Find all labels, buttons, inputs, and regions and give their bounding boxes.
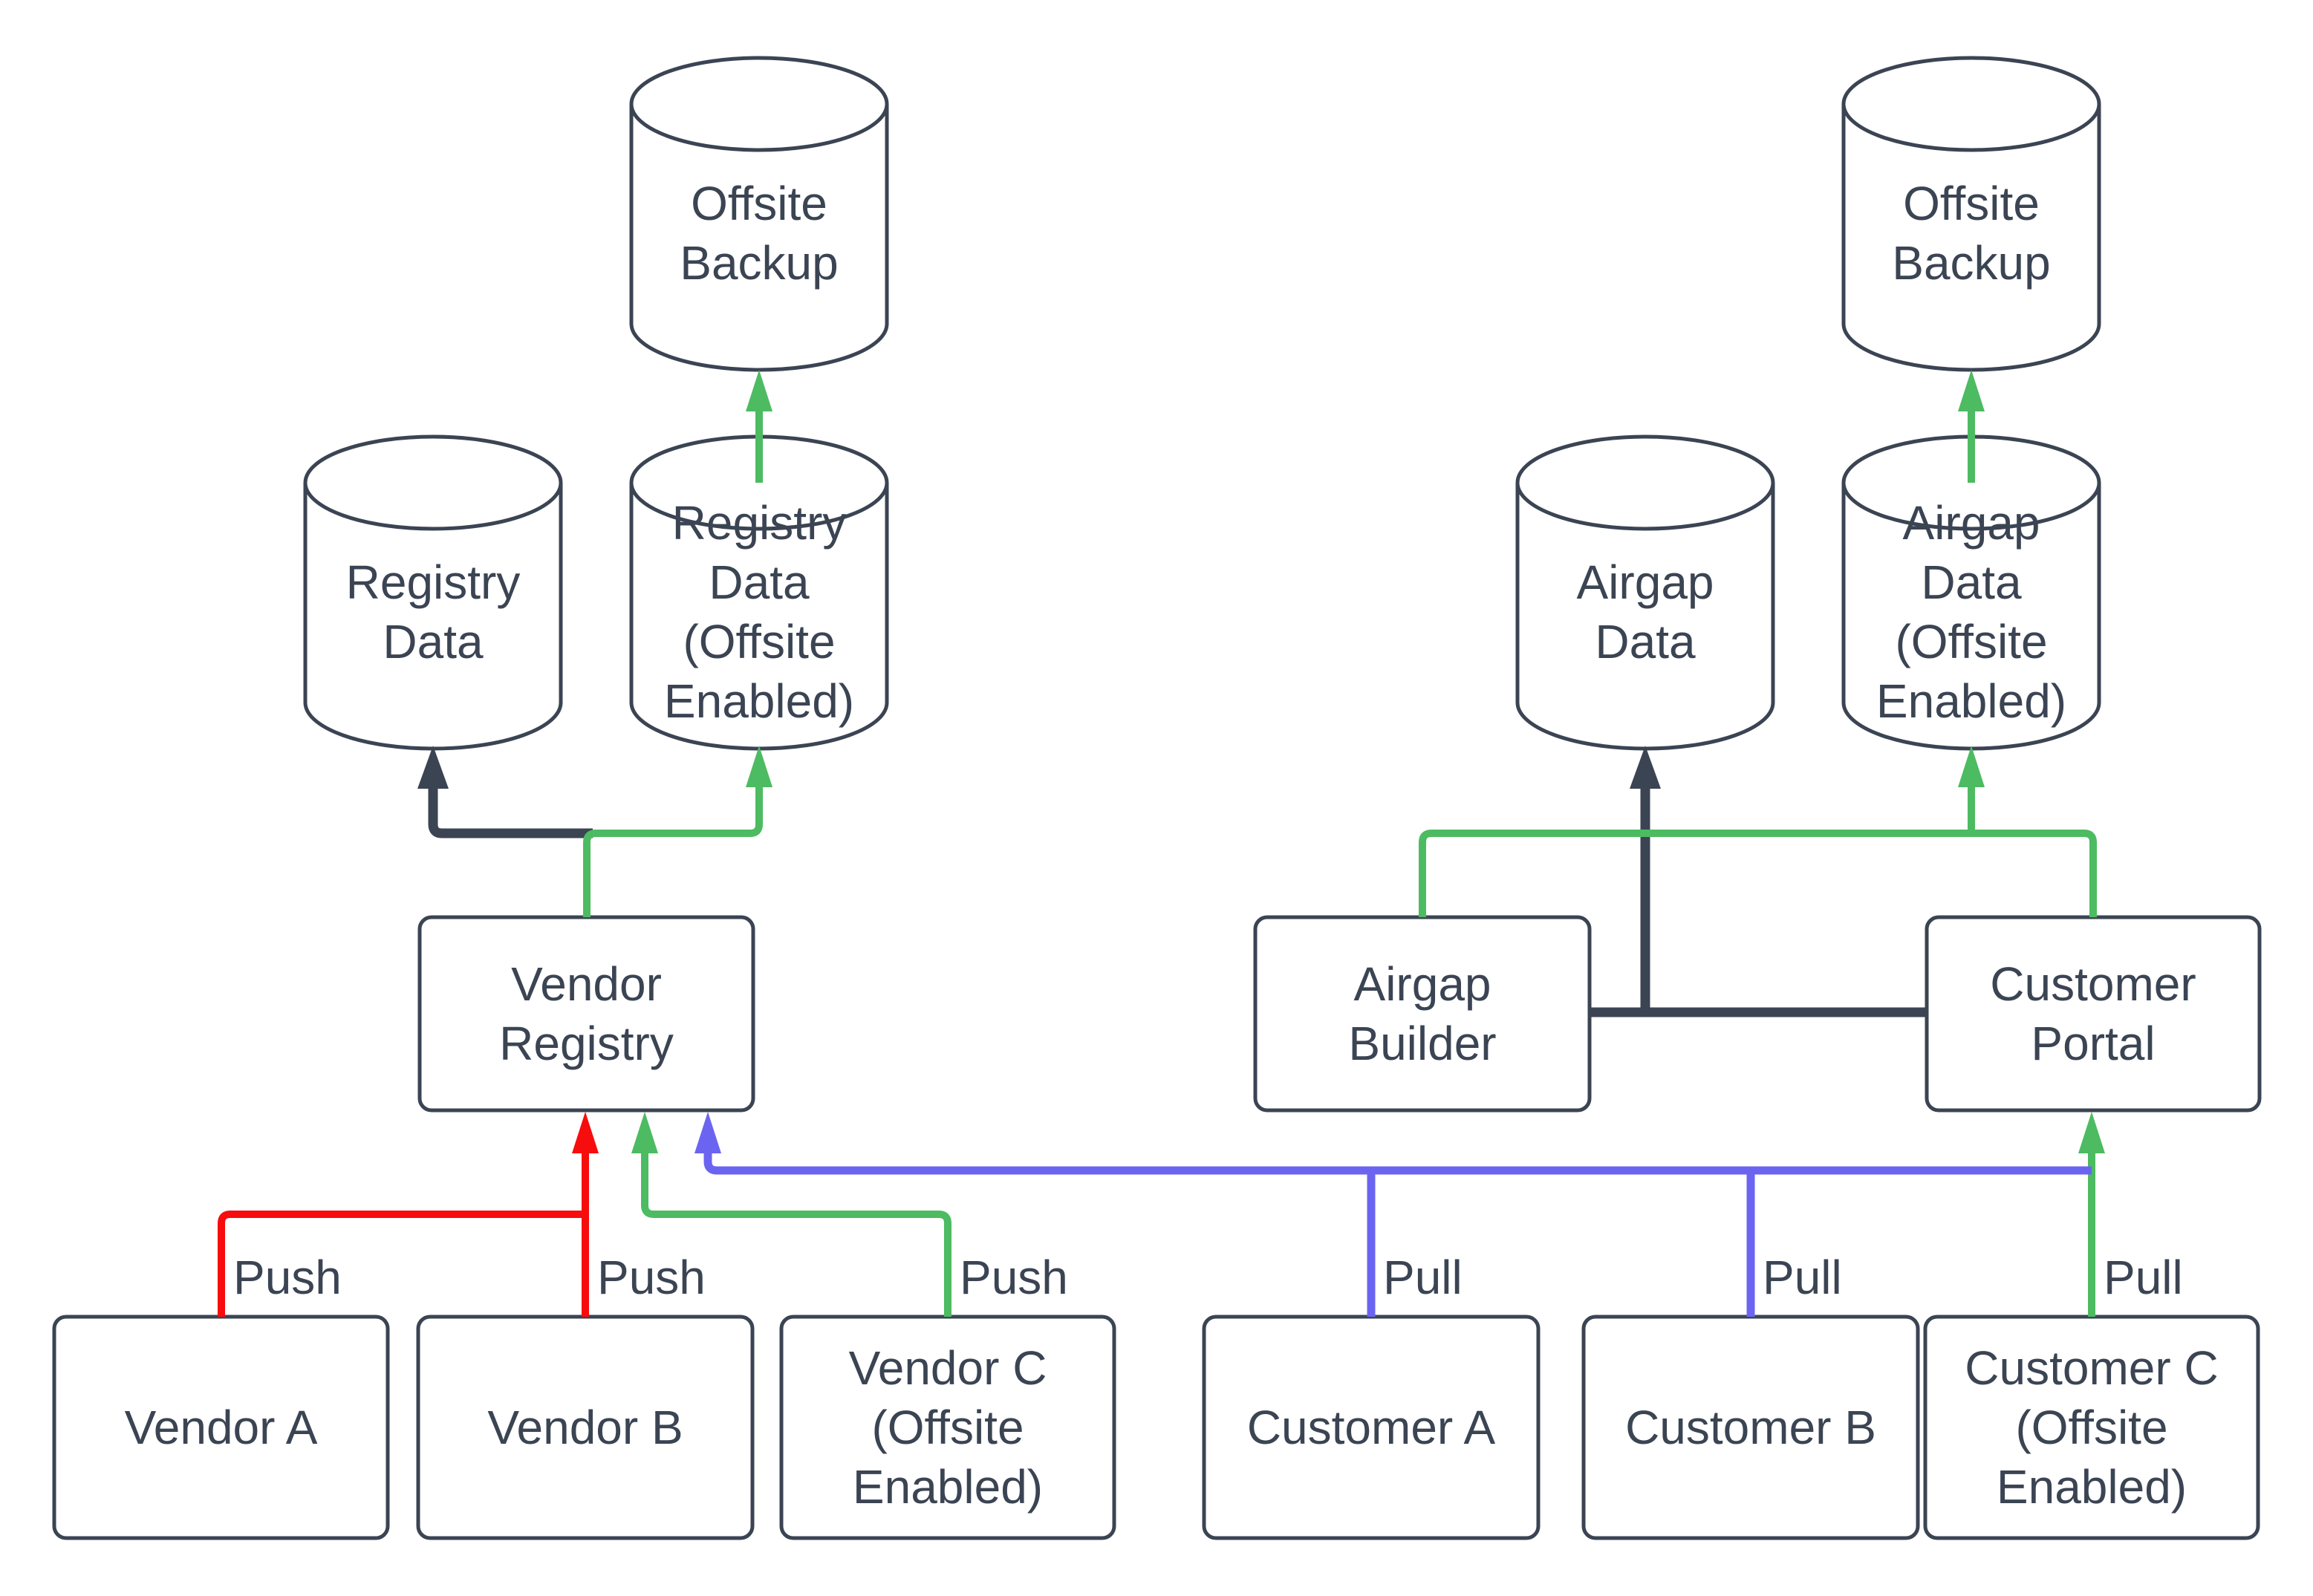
cylinder-airgap-data	[1515, 434, 1775, 751]
box-vendor-c	[779, 1315, 1116, 1540]
edge-customer-c-pull	[2078, 1112, 2105, 1317]
edge-vendor-registry-to-registry-data	[417, 746, 593, 838]
edge-vendor-registry-to-registry-data-offsite	[583, 746, 772, 917]
box-vendor-a	[52, 1315, 390, 1540]
cylinder-offsite-backup-left	[629, 56, 889, 372]
box-customer-a	[1202, 1315, 1541, 1540]
edge-customer-portal-offsite-network	[1419, 746, 2097, 917]
edge-customer-a-b-pull	[694, 1112, 2092, 1317]
cylinder-registry-data	[303, 434, 563, 751]
edge-vendor-c-push	[631, 1112, 951, 1317]
edge-vendor-b-push	[572, 1112, 599, 1317]
box-customer-b	[1581, 1315, 1920, 1540]
box-customer-c	[1923, 1315, 2260, 1540]
box-customer-portal	[1925, 915, 2262, 1113]
cylinder-registry-data-offsite	[629, 434, 889, 751]
box-vendor-b	[416, 1315, 755, 1540]
box-airgap-builder	[1253, 915, 1592, 1113]
cylinder-offsite-backup-right	[1841, 56, 2101, 372]
edge-customer-portal-to-airgap-data	[1590, 746, 1927, 1017]
edge-vendor-a-push	[218, 1211, 585, 1317]
cylinder-airgap-data-offsite	[1841, 434, 2101, 751]
edge-registry-data-offsite-to-offsite-backup	[746, 370, 772, 483]
edge-airgap-data-offsite-to-offsite-backup	[1958, 370, 1985, 483]
box-vendor-registry	[417, 915, 755, 1113]
